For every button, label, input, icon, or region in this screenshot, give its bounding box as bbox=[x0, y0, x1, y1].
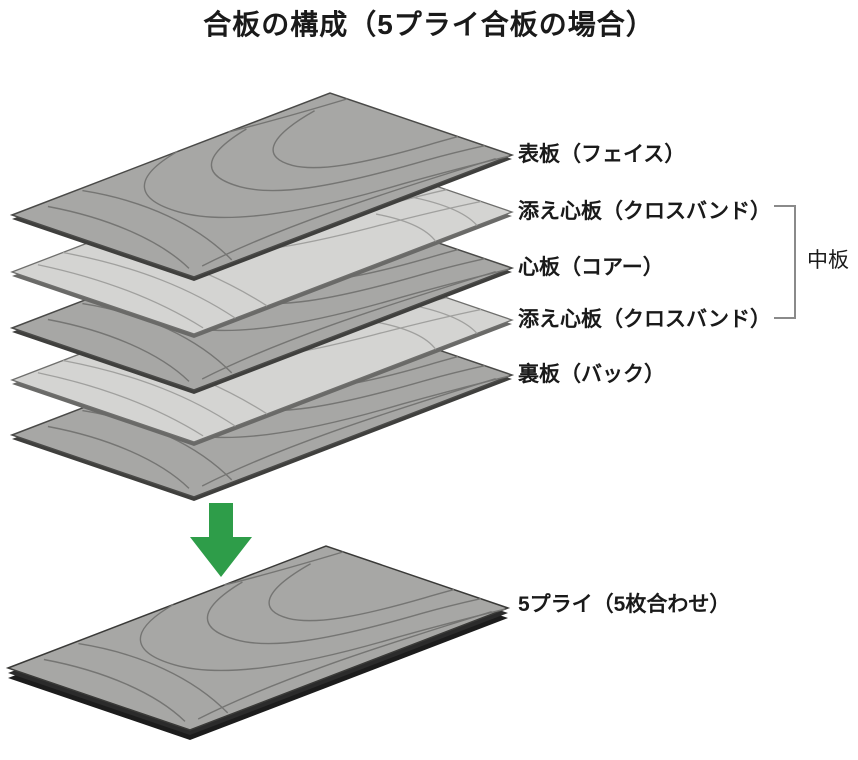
middle-layers-bracket bbox=[774, 205, 796, 319]
label-middle-layers: 中板 bbox=[807, 249, 849, 272]
label-crossband-upper: 添え心板（クロスバンド） bbox=[518, 200, 772, 223]
label-result: 5プライ（5枚合わせ） bbox=[518, 593, 731, 616]
page-title: 合板の構成（5プライ合板の場合） bbox=[203, 9, 655, 40]
label-crossband-lower: 添え心板（クロスバンド） bbox=[518, 308, 772, 331]
label-back: 裏板（バック） bbox=[518, 363, 665, 386]
down-arrow-icon bbox=[190, 503, 252, 577]
label-core: 心板（コアー） bbox=[518, 256, 664, 279]
label-face: 表板（フェイス） bbox=[518, 143, 686, 166]
sheet-result-plywood bbox=[8, 546, 508, 740]
